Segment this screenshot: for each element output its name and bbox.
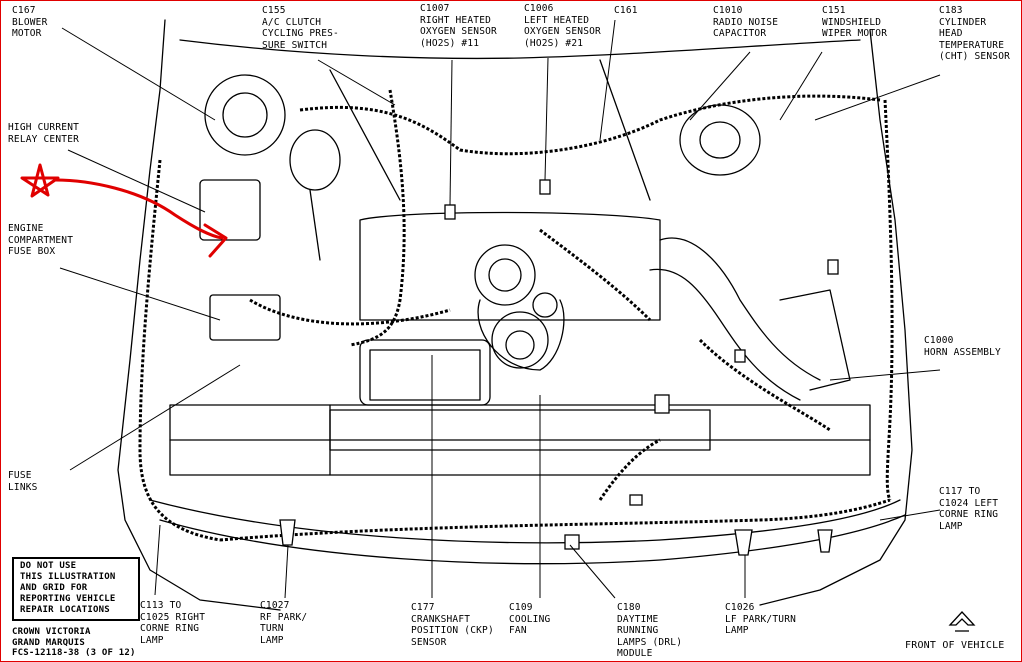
wiper-motor	[679, 104, 761, 176]
label-c1007-right-ho2s: C1007 RIGHT HEATED OXYGEN SENSOR (HO2S) …	[420, 3, 497, 49]
label-c155-ac-clutch: C155 A/C CLUTCH CYCLING PRES- SURE SWITC…	[262, 5, 339, 51]
fuse-box	[209, 294, 281, 341]
relay-center	[199, 179, 261, 241]
label-high-current-relay-center: HIGH CURRENT RELAY CENTER	[8, 122, 80, 145]
harness-left	[138, 159, 221, 542]
label-c109-cooling-fan: C109 COOLING FAN	[509, 602, 551, 636]
label-c1000-horn-assembly: C1000 HORN ASSEMBLY	[924, 335, 1001, 358]
label-c1006-left-ho2s: C1006 LEFT HEATED OXYGEN SENSOR (HO2S) #…	[524, 3, 601, 49]
lf-lamp-socket	[734, 529, 753, 556]
label-c117-left-cornering-lamp: C117 TO C1024 LEFT CORNE RING LAMP	[939, 486, 999, 532]
label-fuse-links: FUSE LINKS	[8, 470, 38, 493]
hand-drawn-star	[20, 163, 60, 198]
warning-text: DO NOT USE THIS ILLUSTRATION AND GRID FO…	[20, 561, 116, 615]
cowl-outline	[179, 39, 861, 60]
air-intake-duct	[659, 237, 821, 381]
blower-motor	[204, 74, 286, 156]
fan-shroud	[359, 339, 491, 406]
document-id: CROWN VICTORIA GRAND MARQUIS FCS-12118-3…	[12, 627, 136, 658]
alternator	[474, 244, 536, 306]
hand-drawn-arrow	[53, 178, 224, 240]
right-fender-outline	[759, 29, 913, 606]
water-pump-pulley	[491, 311, 549, 369]
label-c113-right-cornering-lamp: C113 TO C1025 RIGHT CORNE RING LAMP	[140, 600, 206, 646]
label-c1027-rf-park-turn-lamp: C1027 RF PARK/ TURN LAMP	[260, 600, 308, 646]
warning-box: DO NOT USE THIS ILLUSTRATION AND GRID FO…	[12, 557, 140, 621]
label-c177-ckp-sensor: C177 CRANKSHAFT POSITION (CKP) SENSOR	[411, 602, 494, 648]
bumper-outline	[159, 514, 906, 565]
label-c183-cht-sensor: C183 CYLINDER HEAD TEMPERATURE (CHT) SEN…	[939, 5, 1011, 62]
label-front-of-vehicle: FRONT OF VEHICLE	[905, 640, 1005, 651]
harness-right	[883, 99, 894, 501]
harness-top	[299, 94, 881, 156]
label-engine-compartment-fuse-box: ENGINE COMPARTMENT FUSE BOX	[8, 223, 74, 257]
harness-front	[219, 498, 891, 542]
label-c1010-radio-noise-capacitor: C1010 RADIO NOISE CAPACITOR	[713, 5, 779, 39]
label-c180-drl-module: C180 DAYTIME RUNNING LAMPS (DRL) MODULE	[617, 602, 683, 659]
front-of-vehicle-icon	[948, 611, 976, 626]
label-c151-wiper-motor: C151 WINDSHIELD WIPER MOTOR	[822, 5, 888, 39]
harness-center	[349, 89, 406, 347]
engine-block	[359, 211, 661, 321]
rf-lamp-socket	[279, 519, 296, 546]
left-fender-outline	[117, 19, 281, 611]
label-c1026-lf-park-turn-lamp: C1026 LF PARK/TURN LAMP	[725, 602, 797, 636]
label-c167-blower-motor: C167 BLOWER MOTOR	[12, 5, 48, 39]
label-c161: C161	[614, 5, 638, 16]
